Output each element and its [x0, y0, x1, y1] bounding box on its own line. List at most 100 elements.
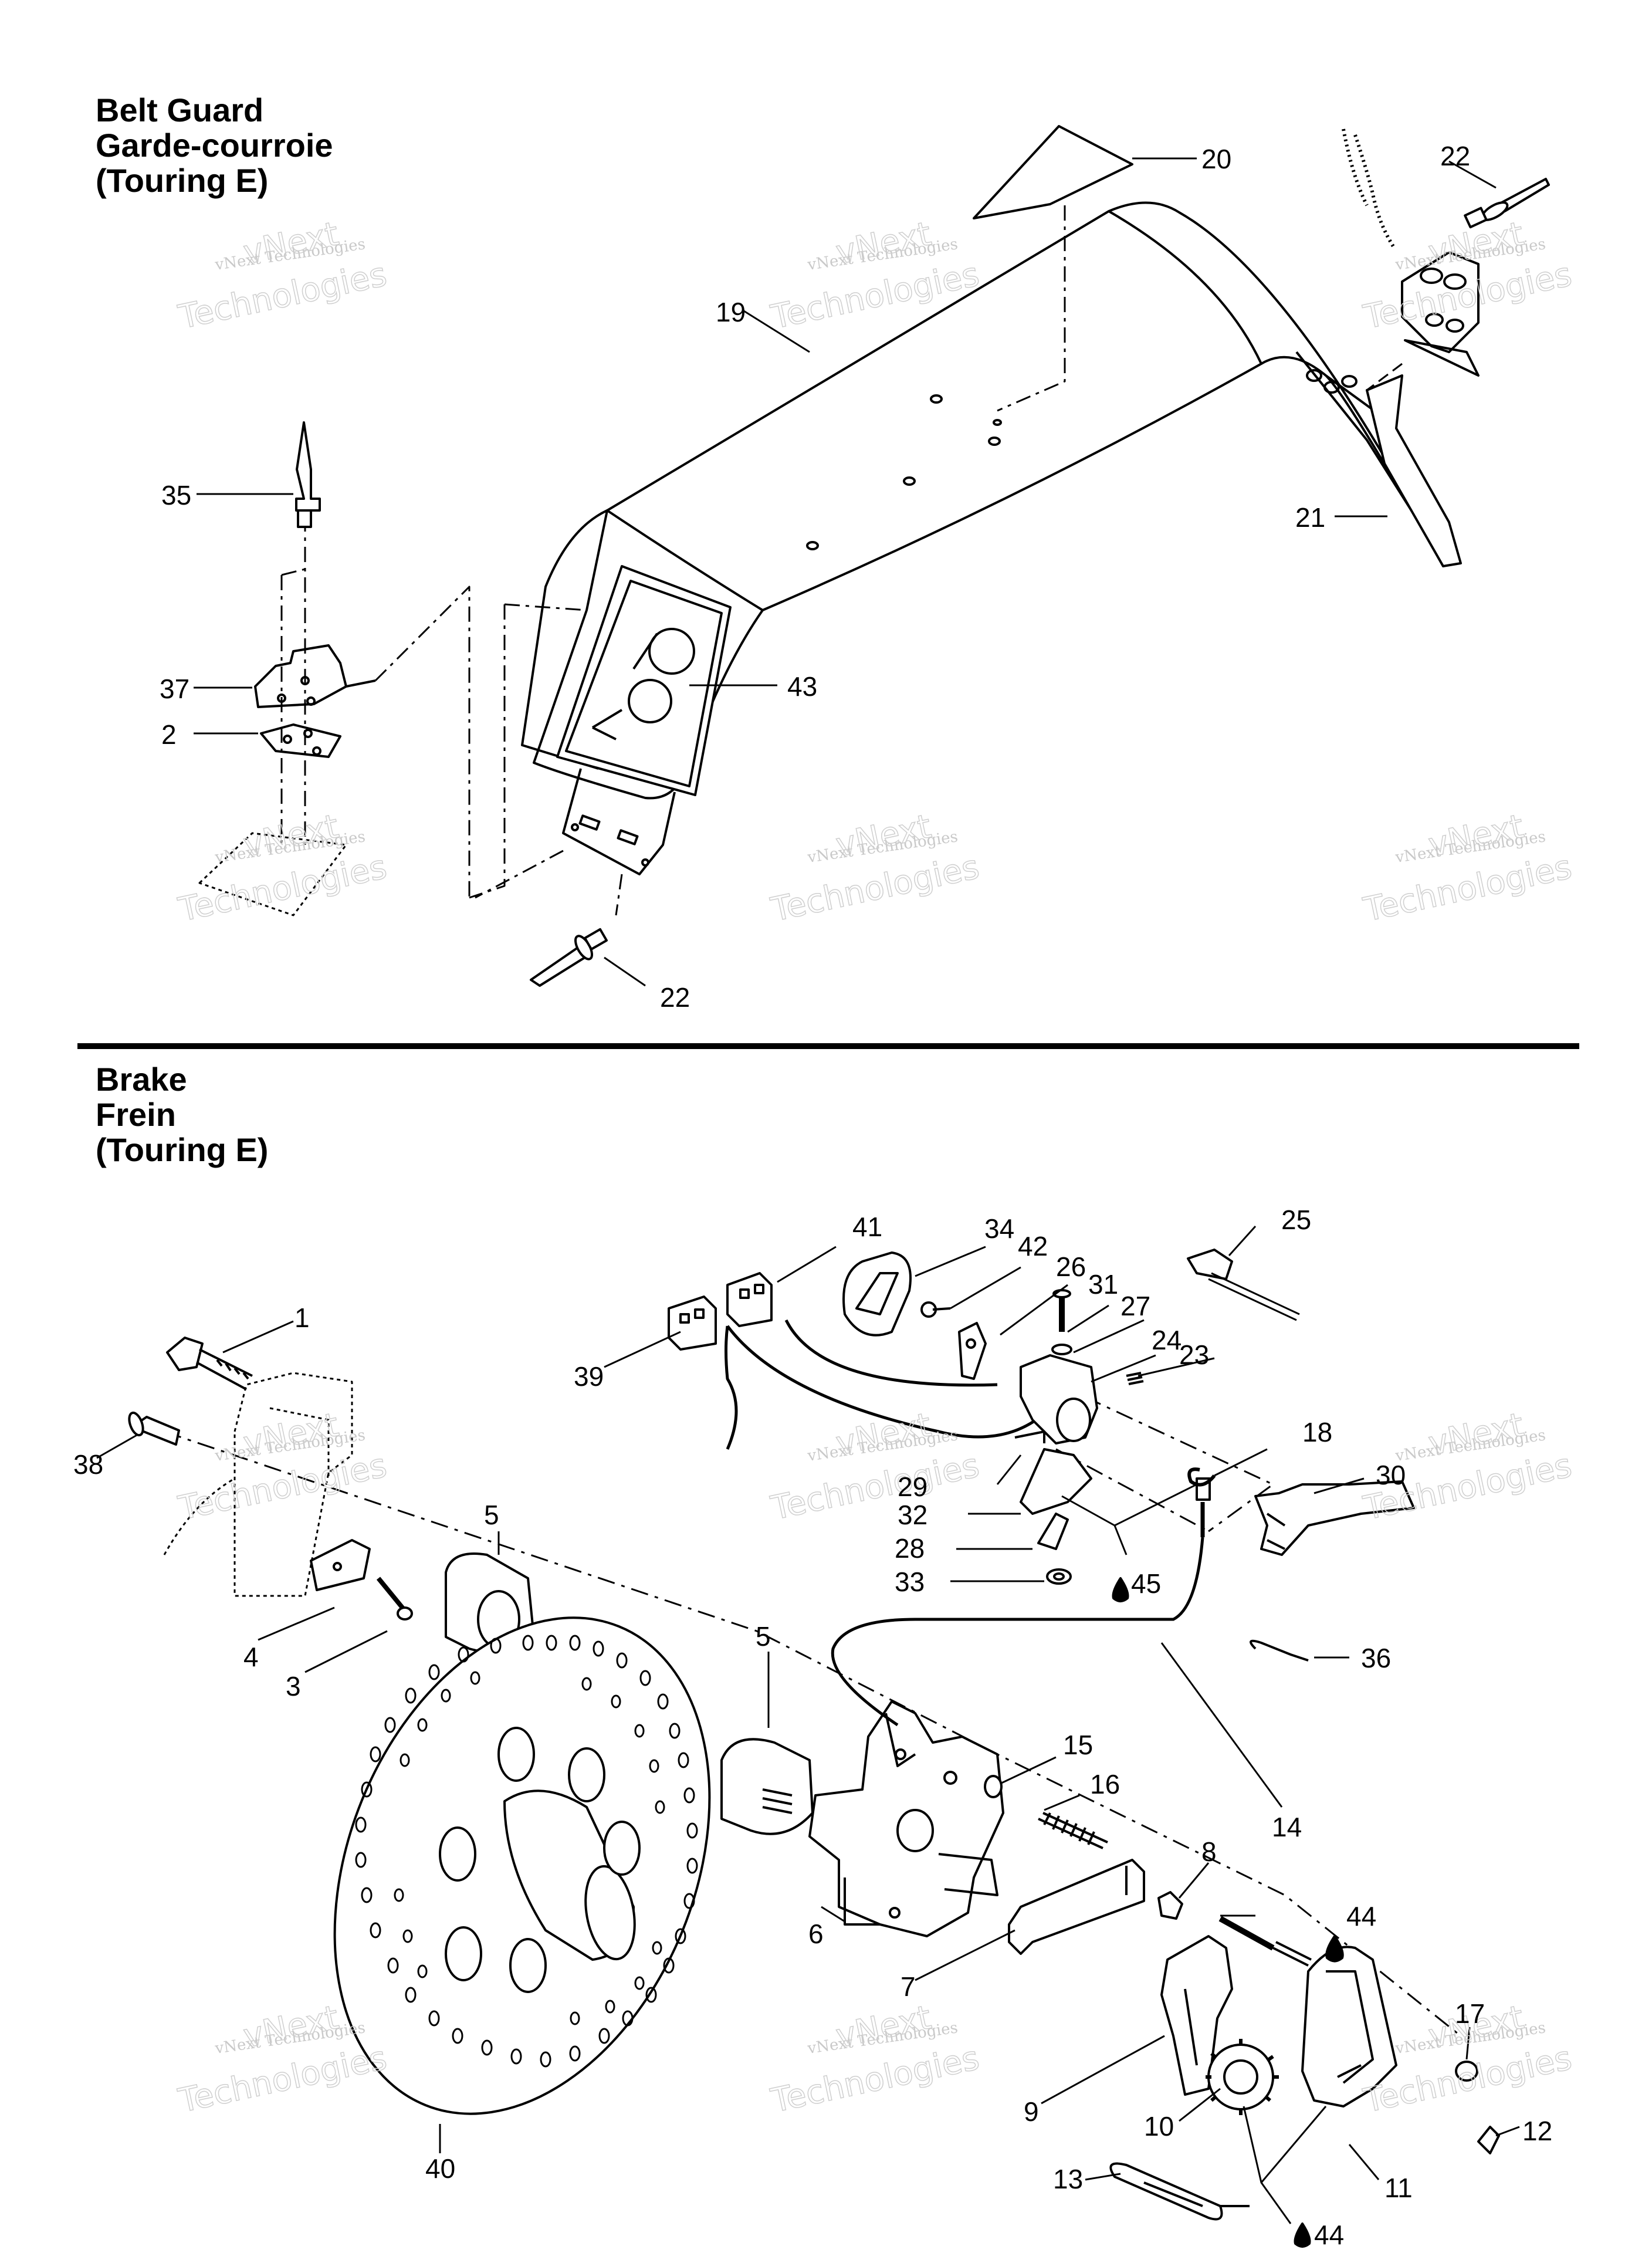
- callout-5-right: 5: [756, 1621, 771, 1652]
- grease-drop-icon-3: [1112, 1577, 1129, 1602]
- callout-41: 41: [852, 1212, 882, 1242]
- callout-43: 43: [787, 671, 817, 702]
- grease-drop-icon-1: [1325, 1935, 1344, 1963]
- belt-guard-title-fr: Garde-courroie: [96, 127, 333, 164]
- brake-cable: [831, 1537, 1204, 1727]
- left-plate: [260, 723, 341, 758]
- callout-27: 27: [1120, 1291, 1150, 1321]
- throttle-cover: [842, 1251, 912, 1337]
- callout-23: 23: [1179, 1339, 1209, 1370]
- callout-2: 2: [161, 719, 177, 750]
- callout-44-bottom: 44: [1314, 2220, 1344, 2250]
- bracket-32: [1020, 1448, 1092, 1515]
- watermark-large: vNext: [1425, 807, 1527, 865]
- callout-16: 16: [1090, 1769, 1120, 1799]
- spring-16: [1038, 1812, 1108, 1849]
- watermark-large: vNext: [1425, 1406, 1527, 1463]
- rivet-22-top: [1501, 178, 1550, 212]
- callout-19: 19: [716, 297, 746, 327]
- rivet-22-bottom: [530, 946, 588, 987]
- connector-41: [726, 1272, 773, 1327]
- brake-drawing: [128, 1249, 1500, 2248]
- brake-puck-right: [720, 1738, 814, 1835]
- watermark-large: Technologies: [767, 1446, 982, 1528]
- bracket-7: [1008, 1859, 1145, 1955]
- callout-24: 24: [1152, 1325, 1182, 1355]
- label-plate: [973, 125, 1133, 219]
- brake-callouts: 41 34 42 25 26 31 27 24 23 1 39 18 38 5 …: [73, 1205, 1552, 2250]
- callout-14: 14: [1272, 1812, 1302, 1842]
- brake-leaders: [96, 1225, 1520, 2224]
- belt-guard-callouts: 20 22 19 35 21 37 43 2 22: [160, 141, 1470, 1013]
- watermark-large: Technologies: [175, 2039, 390, 2120]
- disc-vent-holes: [355, 1635, 698, 2068]
- callout-15: 15: [1063, 1730, 1093, 1760]
- callout-45: 45: [1131, 1568, 1161, 1599]
- watermark-large: Technologies: [175, 848, 390, 929]
- rear-bracket: [1366, 374, 1462, 567]
- callout-29: 29: [898, 1471, 927, 1502]
- callout-39: 39: [574, 1361, 604, 1392]
- callout-21: 21: [1295, 502, 1325, 533]
- watermark-large: Technologies: [767, 2039, 982, 2120]
- callout-18: 18: [1302, 1417, 1332, 1447]
- watermark-large: Technologies: [1360, 848, 1575, 929]
- belt-guard-title: Belt Guard Garde-courroie (Touring E): [96, 93, 333, 198]
- brake-title-en: Brake: [96, 1061, 187, 1098]
- callout-42: 42: [1018, 1231, 1048, 1261]
- switch-25: [1187, 1249, 1233, 1280]
- callout-44-top: 44: [1346, 1901, 1376, 1931]
- callout-25: 25: [1281, 1205, 1311, 1235]
- callout-13: 13: [1053, 2164, 1083, 2194]
- brake-title: Brake Frein (Touring E): [96, 1062, 268, 1168]
- callout-37: 37: [160, 674, 189, 704]
- belt-guard-leaders: [194, 157, 1497, 987]
- watermark-large: Technologies: [767, 848, 982, 929]
- callout-22-bottom: 22: [660, 982, 690, 1013]
- callout-20: 20: [1201, 144, 1231, 174]
- callout-32: 32: [898, 1500, 927, 1530]
- callout-3: 3: [286, 1671, 301, 1701]
- bracket-26: [958, 1322, 987, 1380]
- nut-8: [1157, 1891, 1183, 1920]
- callout-31: 31: [1088, 1269, 1118, 1300]
- rivet-35: [295, 421, 321, 512]
- callout-22-top: 22: [1440, 141, 1470, 171]
- callout-5-left: 5: [484, 1500, 499, 1530]
- brake-title-model: (Touring E): [96, 1131, 269, 1168]
- callout-40: 40: [425, 2153, 455, 2184]
- housing-11: [1301, 1946, 1397, 2107]
- left-bracket: [254, 644, 347, 708]
- callout-4: 4: [243, 1642, 259, 1672]
- callout-9: 9: [1024, 2096, 1039, 2127]
- belt-guard-title-en: Belt Guard: [96, 92, 264, 128]
- grease-drop-icon-2: [1294, 2222, 1311, 2248]
- callout-8: 8: [1201, 1836, 1217, 1867]
- callout-38: 38: [73, 1449, 103, 1480]
- callout-12: 12: [1522, 2116, 1552, 2146]
- callout-7: 7: [901, 1971, 916, 2002]
- callout-35: 35: [161, 480, 191, 510]
- watermark-large: Technologies: [175, 255, 390, 337]
- callout-10: 10: [1144, 2111, 1174, 2142]
- callout-34: 34: [984, 1213, 1014, 1244]
- callout-11: 11: [1384, 2173, 1413, 2203]
- bolt-1: [166, 1337, 204, 1371]
- belt-guard-title-model: (Touring E): [96, 162, 269, 199]
- callout-30: 30: [1376, 1460, 1406, 1490]
- callout-1: 1: [294, 1303, 310, 1333]
- part-28: [1037, 1513, 1069, 1550]
- callout-28: 28: [895, 1533, 925, 1564]
- section-divider: [77, 1043, 1579, 1049]
- brake-title-fr: Frein: [96, 1096, 176, 1133]
- callout-6: 6: [808, 1919, 824, 1949]
- screw-3: [376, 1577, 407, 1612]
- connector-39: [668, 1295, 717, 1351]
- callout-26: 26: [1056, 1251, 1086, 1282]
- brake-lever: [1254, 1480, 1415, 1556]
- callout-33: 33: [895, 1567, 925, 1597]
- watermark-large: Technologies: [175, 1446, 390, 1528]
- callout-36: 36: [1361, 1643, 1391, 1673]
